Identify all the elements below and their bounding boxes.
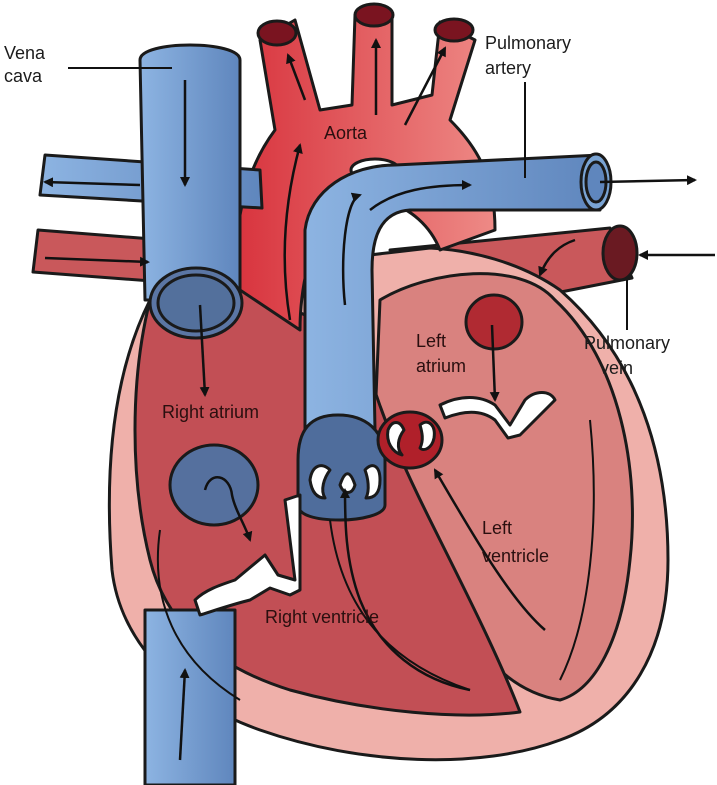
label-pulmonary-artery-line1: Pulmonary (485, 33, 572, 53)
label-left-ventricle-line1: Left (482, 518, 513, 538)
label-right-ventricle: Right ventricle (265, 607, 380, 627)
label-vena-cava-line1: Vena (4, 43, 46, 63)
arrow-upper-branch-left (43, 177, 141, 188)
aorta-branch-1 (256, 19, 298, 47)
arrow-left-ventricle-up (433, 468, 546, 631)
label-left-atrium-line1: Left (416, 331, 447, 351)
arrow-lower-branch-right (44, 256, 150, 267)
arrow-pa-to-lungs (369, 180, 472, 211)
arrow-aorta-branch1 (286, 53, 307, 101)
aorta-branch-2 (353, 2, 395, 28)
pulmonary-vein-opening (601, 224, 639, 282)
label-pulmonary-artery-line2: artery (485, 58, 532, 78)
arrow-coronary-to-ventricle (203, 476, 253, 542)
tricuspid-valve (193, 493, 302, 617)
inferior-vena-cava (143, 608, 237, 785)
arrow-up-right-ventricle (340, 488, 471, 692)
arrow-atrium-to-ventricle (489, 324, 500, 402)
left-atrium-opening (464, 293, 524, 351)
arrow-aorta-left-up (283, 143, 303, 321)
coronary-sinus (168, 443, 260, 527)
label-pulmonary-vein-line1: Pulmonary (584, 333, 671, 353)
arrow-inferior-up (178, 668, 190, 761)
aorta-branch-3 (433, 17, 475, 43)
label-left-ventricle-line2: ventricle (482, 546, 550, 566)
superior-vena-cava (138, 43, 242, 302)
arrow-pa-curve (341, 192, 362, 306)
label-pulmonary-vein-line2: vein (600, 358, 634, 378)
label-right-atrium: Right atrium (162, 402, 260, 422)
label-left-atrium-line2: atrium (416, 356, 467, 376)
label-aorta: Aorta (324, 123, 368, 143)
arrow-into-left-atrium (538, 238, 576, 277)
mitral-valve (438, 391, 557, 440)
label-vena-cava-line2: cava (4, 66, 43, 86)
arrow-into-right-atrium (198, 304, 210, 397)
arrow-pa-exit (599, 175, 697, 186)
arrow-aorta-branch3 (403, 46, 447, 126)
